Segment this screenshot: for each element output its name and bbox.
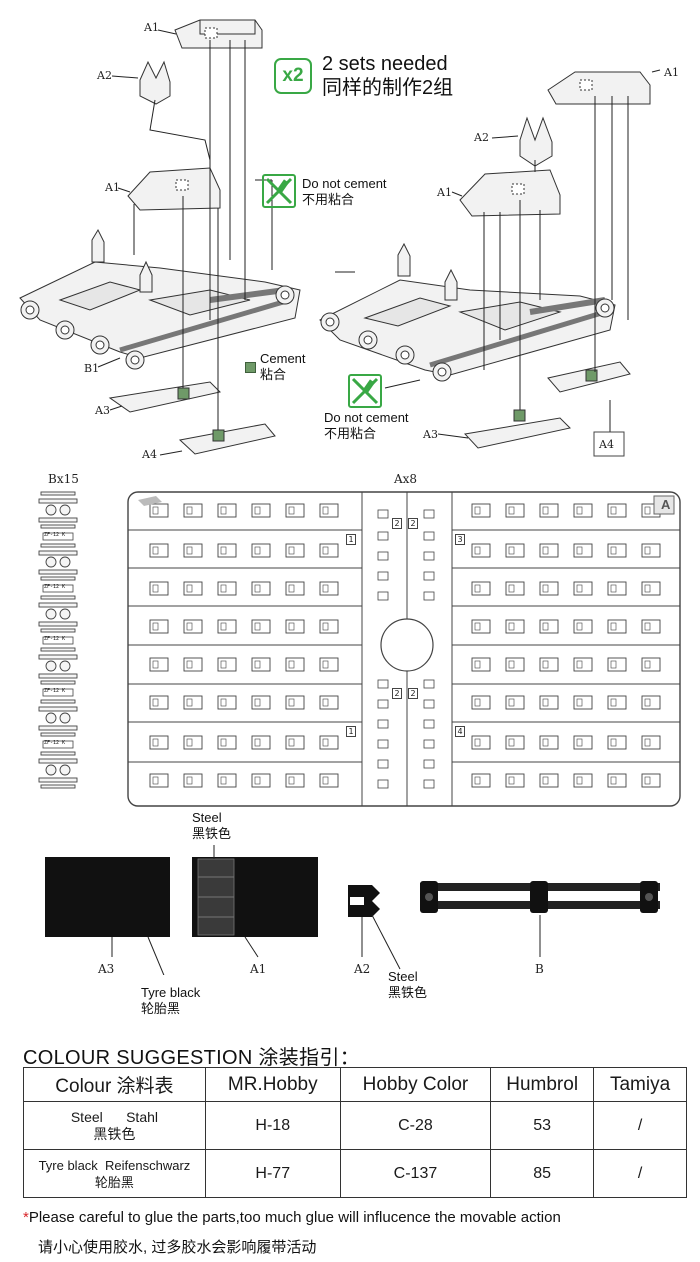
- sprue-b-label: Bx15: [48, 472, 79, 486]
- warning-star: *: [23, 1209, 29, 1226]
- sprue-b-part-tag: ZF-12 K: [44, 688, 66, 694]
- part-label-a1: A1: [437, 186, 452, 199]
- part-label-b1: B1: [84, 362, 100, 375]
- paint-tyre-label-en: Tyre black: [141, 985, 201, 1000]
- part-label-a4: A4: [599, 438, 614, 451]
- paint-label-a2: A2: [354, 962, 371, 976]
- sprue-a-number: 2: [408, 688, 418, 699]
- part-label-a3: A3: [423, 428, 438, 441]
- humbrol-cell: 85: [490, 1149, 595, 1198]
- colour-name-cn: 黑铁色: [93, 1125, 136, 1142]
- cement-label-cn: 粘合: [260, 367, 287, 382]
- part-label-a1: A1: [105, 181, 120, 194]
- cement-icon: [245, 362, 256, 373]
- sprue-a-number: 2: [392, 518, 402, 529]
- no-cement-label-en: Do not cement: [302, 176, 387, 191]
- glue-warning-en: *Please careful to glue the parts,too mu…: [23, 1209, 561, 1226]
- sets-note-cn: 同样的制作2组: [322, 77, 454, 99]
- humbrol-cell: 53: [490, 1101, 595, 1150]
- mr-hobby-cell: H-18: [204, 1101, 341, 1150]
- part-label-a4: A4: [142, 448, 157, 461]
- mr-hobby-cell: H-77: [204, 1149, 341, 1198]
- no-cement-label-cn: 不用粘合: [302, 192, 355, 207]
- part-label-a2: A2: [97, 69, 112, 82]
- sprue-a-number: 4: [455, 726, 465, 737]
- paint-tyre-label-cn: 轮胎黑: [141, 1001, 181, 1016]
- sprue-b-part-tag: ZF-12 K: [44, 532, 66, 538]
- column-header: Hobby Color: [339, 1067, 492, 1102]
- colour-name-cell: Tyre black Reifenschwarz 轮胎黑: [23, 1149, 206, 1198]
- sprue-b-part-tag: ZF-12 K: [44, 636, 66, 642]
- sprue-a-letter: A: [661, 497, 671, 512]
- column-header: Humbrol: [490, 1067, 595, 1102]
- cement-label-en: Cement: [260, 351, 306, 366]
- part-label-a1: A1: [664, 66, 679, 79]
- tamiya-cell: /: [593, 1149, 687, 1198]
- part-label-a1: A1: [144, 21, 159, 34]
- sprue-a-number: 2: [392, 688, 402, 699]
- paint-steel-label-en: Steel: [388, 969, 418, 984]
- paint-label-a1: A1: [250, 962, 267, 976]
- no-cement-label-cn: 不用粘合: [324, 426, 377, 441]
- no-cement-label-en: Do not cement: [324, 410, 409, 425]
- glue-warning-en-text: Please careful to glue the parts,too muc…: [28, 1209, 561, 1226]
- sprue-b-part-tag: ZF-12 K: [44, 584, 66, 590]
- column-header: Tamiya: [593, 1067, 687, 1102]
- sprue-a-frame: [127, 491, 681, 807]
- no-cement-icon: [262, 174, 296, 208]
- hobby-color-cell: C-137: [339, 1149, 492, 1198]
- sprue-b-part-tag: ZF-12 K: [44, 740, 66, 746]
- colour-name-en: Steel Stahl: [70, 1108, 159, 1125]
- sprue-b: [38, 491, 78, 789]
- tamiya-cell: /: [593, 1101, 687, 1150]
- assembly-illustration: [19, 19, 661, 457]
- sprue-a-number: 1: [346, 534, 356, 545]
- paint-diagram: [45, 845, 660, 975]
- paint-label-a3: A3: [98, 962, 115, 976]
- colour-table: Colour 涂料表 MR.Hobby Hobby Color Humbrol …: [23, 1067, 687, 1198]
- sets-note-en: 2 sets needed: [322, 53, 448, 75]
- sprue-a-number: 3: [455, 534, 465, 545]
- part-label-a2: A2: [474, 131, 489, 144]
- table-row: Tyre black Reifenschwarz 轮胎黑 H-77 C-137 …: [23, 1149, 687, 1198]
- multiplier-badge: x2: [274, 58, 312, 94]
- column-header: MR.Hobby: [204, 1067, 341, 1102]
- colour-name-cn: 轮胎黑: [94, 1174, 134, 1190]
- glue-warning-cn: 请小心使用胶水, 过多胶水会影响履带活动: [38, 1239, 317, 1256]
- paint-label-b: B: [535, 962, 544, 976]
- colour-name-en: Tyre black Reifenschwarz: [38, 1157, 191, 1173]
- column-header: Colour 涂料表: [23, 1067, 206, 1102]
- sprue-a-label: Ax8: [394, 472, 418, 486]
- paint-steel-label-cn: 黑铁色: [192, 826, 232, 841]
- part-label-a3: A3: [95, 404, 110, 417]
- paint-steel-label-en: Steel: [192, 810, 222, 825]
- hobby-color-cell: C-28: [339, 1101, 492, 1150]
- no-cement-icon: [348, 374, 382, 408]
- sprue-a-number: 2: [408, 518, 418, 529]
- table-header-row: Colour 涂料表 MR.Hobby Hobby Color Humbrol …: [23, 1067, 687, 1102]
- paint-steel-label-cn: 黑铁色: [388, 985, 428, 1000]
- colour-name-cell: Steel Stahl 黑铁色: [23, 1101, 206, 1150]
- colour-suggestion-heading: COLOUR SUGGESTION 涂装指引：: [23, 1047, 360, 1069]
- table-row: Steel Stahl 黑铁色 H-18 C-28 53 /: [23, 1101, 687, 1150]
- sprue-a-number: 1: [346, 726, 356, 737]
